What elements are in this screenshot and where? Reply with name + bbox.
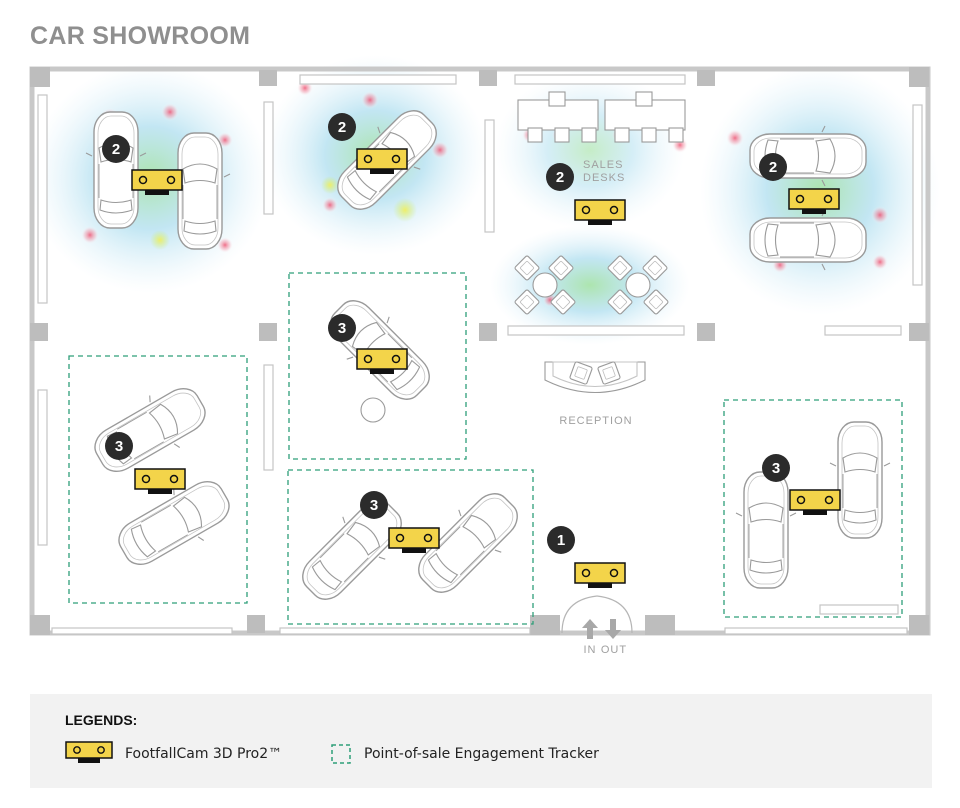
legend-item-camera: FootfallCam 3D Pro2™	[65, 741, 283, 766]
in-arrow-icon	[582, 619, 598, 639]
svg-text:3: 3	[115, 438, 123, 455]
svg-text:2: 2	[769, 159, 777, 176]
reception-label: RECEPTION	[559, 415, 632, 427]
tracker-zone	[68, 355, 248, 604]
windows-and-counters	[37, 74, 923, 635]
sales-desks	[517, 91, 686, 143]
reception-desk	[544, 360, 646, 393]
zone-badge: 3	[360, 491, 388, 519]
legend-camera-label: FootfallCam 3D Pro2™	[125, 746, 283, 762]
zone-badge: 1	[547, 526, 575, 554]
legend-item-tracker: Point-of-sale Engagement Tracker	[330, 742, 599, 766]
stool	[360, 397, 386, 423]
zone-badge: 2	[102, 135, 130, 163]
svg-text:2: 2	[556, 169, 564, 186]
footfallcam-legend-icon	[65, 741, 113, 763]
zone-badge: 3	[328, 314, 356, 342]
zone-badge: 3	[105, 432, 133, 460]
svg-text:3: 3	[338, 320, 346, 337]
tracker-zone	[288, 272, 467, 460]
in-label: IN	[584, 644, 597, 656]
lounge-seating	[513, 254, 670, 316]
sales-desks-label-1: SALES	[583, 159, 623, 171]
out-label: OUT	[601, 644, 627, 656]
car	[289, 487, 415, 613]
zone-badge: 2	[546, 163, 574, 191]
tracker-legend-icon	[331, 744, 351, 764]
svg-text:3: 3	[772, 460, 780, 477]
out-arrow-icon	[605, 619, 621, 639]
svg-text:2: 2	[338, 119, 346, 136]
tracker-zone	[287, 469, 534, 625]
showroom-floor-plan: SALES DESKS RECEPTION IN OUT	[29, 55, 940, 656]
footfallcam-icon	[574, 562, 626, 589]
sales-desks-label-2: DESKS	[583, 172, 625, 184]
car	[829, 421, 891, 539]
footfallcam-icon	[134, 468, 186, 495]
wall-pillars	[30, 67, 929, 635]
legend-tracker-label: Point-of-sale Engagement Tracker	[364, 746, 599, 762]
svg-text:3: 3	[370, 497, 378, 514]
car	[735, 471, 797, 589]
engagement-tracker-zones	[68, 272, 903, 625]
zone-badge: 2	[328, 113, 356, 141]
legend: LEGENDS: FootfallCam 3D Pro2™ Point-of-s…	[30, 694, 932, 788]
car	[169, 132, 231, 250]
svg-text:2: 2	[112, 141, 120, 158]
car	[749, 209, 867, 271]
page-title: CAR SHOWROOM	[30, 22, 251, 50]
footfallcam-icon	[789, 489, 841, 516]
legend-title: LEGENDS:	[65, 712, 138, 728]
zone-badge: 3	[762, 454, 790, 482]
entrance-doors	[561, 595, 633, 634]
zone-badges: 2 2 2 2 3 3 3 3 1	[102, 113, 790, 554]
svg-text:1: 1	[557, 532, 565, 549]
zone-badge: 2	[759, 153, 787, 181]
